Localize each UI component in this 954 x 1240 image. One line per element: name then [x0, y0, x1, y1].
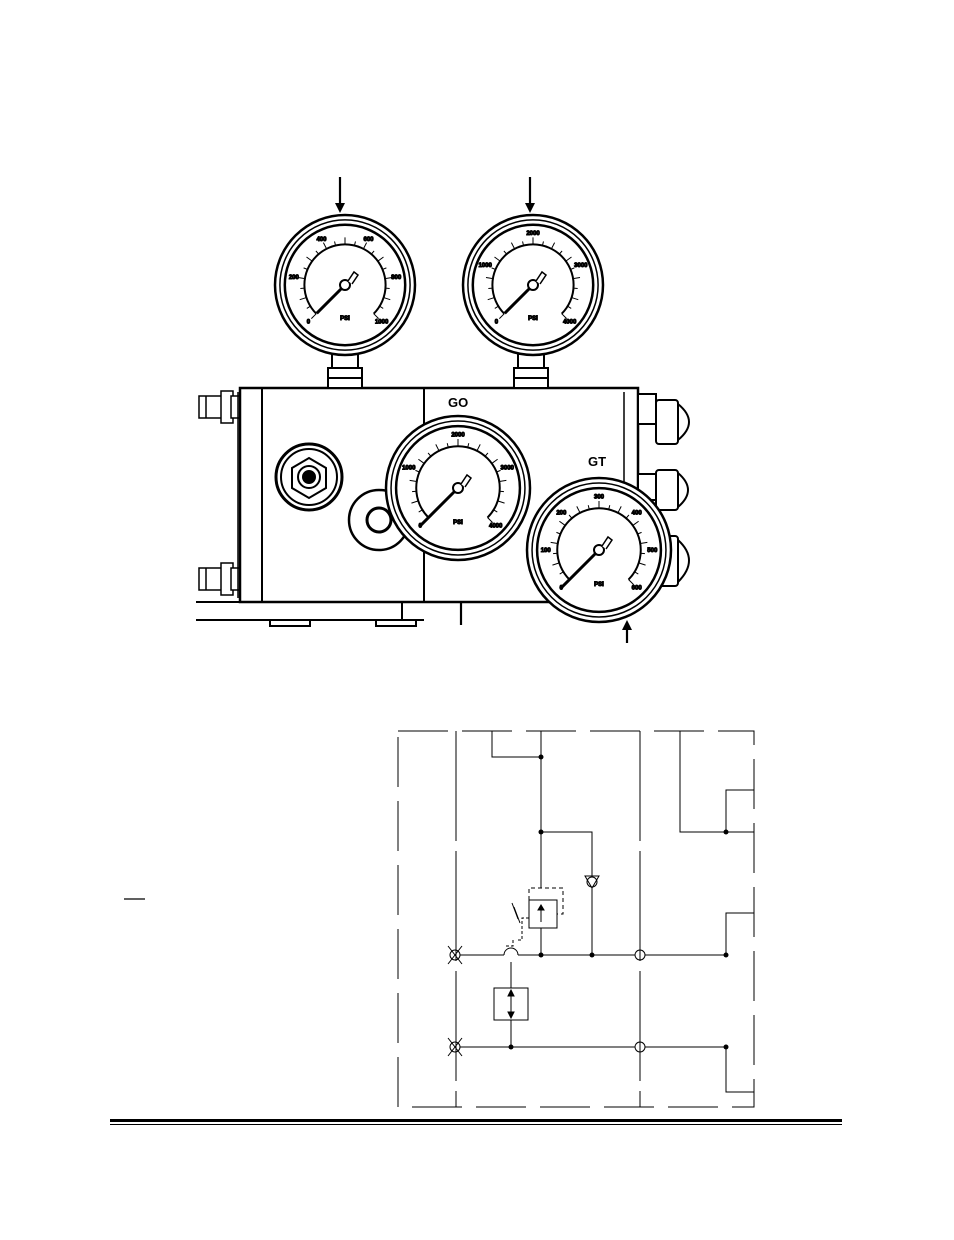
- gauge-scale-label: 1000: [375, 320, 389, 326]
- gauge-scale-label: 4000: [489, 524, 503, 530]
- gauge-hub: [340, 280, 350, 290]
- gauge-unit-label: PSI: [528, 316, 538, 322]
- gauge-scale-label: 400: [316, 237, 327, 243]
- gauge-unit-label: PSI: [453, 520, 463, 526]
- gauge-hub: [594, 545, 604, 555]
- gauge-scale-label: 200: [289, 275, 300, 281]
- footer-rule-thin: [110, 1124, 842, 1125]
- gauge-scale-label: 600: [364, 237, 375, 243]
- port-label-go: GO: [448, 395, 468, 410]
- gauge-scale-label: 3000: [501, 466, 515, 472]
- schematic-check-valve: [585, 876, 599, 888]
- port-label-gt: GT: [588, 454, 606, 469]
- schematic-ports: [448, 946, 645, 1056]
- schematic-flow-lines: [460, 731, 726, 1047]
- schematic-flow-control: [494, 988, 528, 1020]
- schematic-gauge-taps: [680, 731, 754, 1092]
- gauge-scale-label: 500: [647, 548, 658, 554]
- gauge-hub: [528, 280, 538, 290]
- gauge-scale-label: 1000: [402, 466, 416, 472]
- gauge-scale-label: 3000: [574, 263, 588, 269]
- hydraulic-schematic: [398, 731, 754, 1107]
- gauge-scale-label: 2000: [451, 433, 465, 439]
- gauge-unit-label: PSI: [340, 316, 350, 322]
- gauge-unit-label: PSI: [594, 582, 604, 588]
- gauge-scale-label: 300: [594, 495, 605, 501]
- gauge-scale-label: 600: [632, 586, 643, 592]
- gauge-scale-label: 1000: [478, 263, 492, 269]
- gauge-scale-label: 200: [556, 510, 567, 516]
- gauge-scale-label: 2000: [526, 231, 540, 237]
- gauge-hub: [453, 483, 463, 493]
- gauge-scale-label: 400: [632, 510, 643, 516]
- footer-rule-thick: [110, 1119, 842, 1122]
- relief-valve-adjuster: [276, 444, 342, 510]
- gauge-scale-label: 800: [391, 275, 402, 281]
- gauge-scale-label: 4000: [563, 320, 577, 326]
- schematic-relief-valve: [505, 888, 563, 946]
- gauge-stems: [328, 354, 548, 388]
- gauge-scale-label: 100: [541, 548, 552, 554]
